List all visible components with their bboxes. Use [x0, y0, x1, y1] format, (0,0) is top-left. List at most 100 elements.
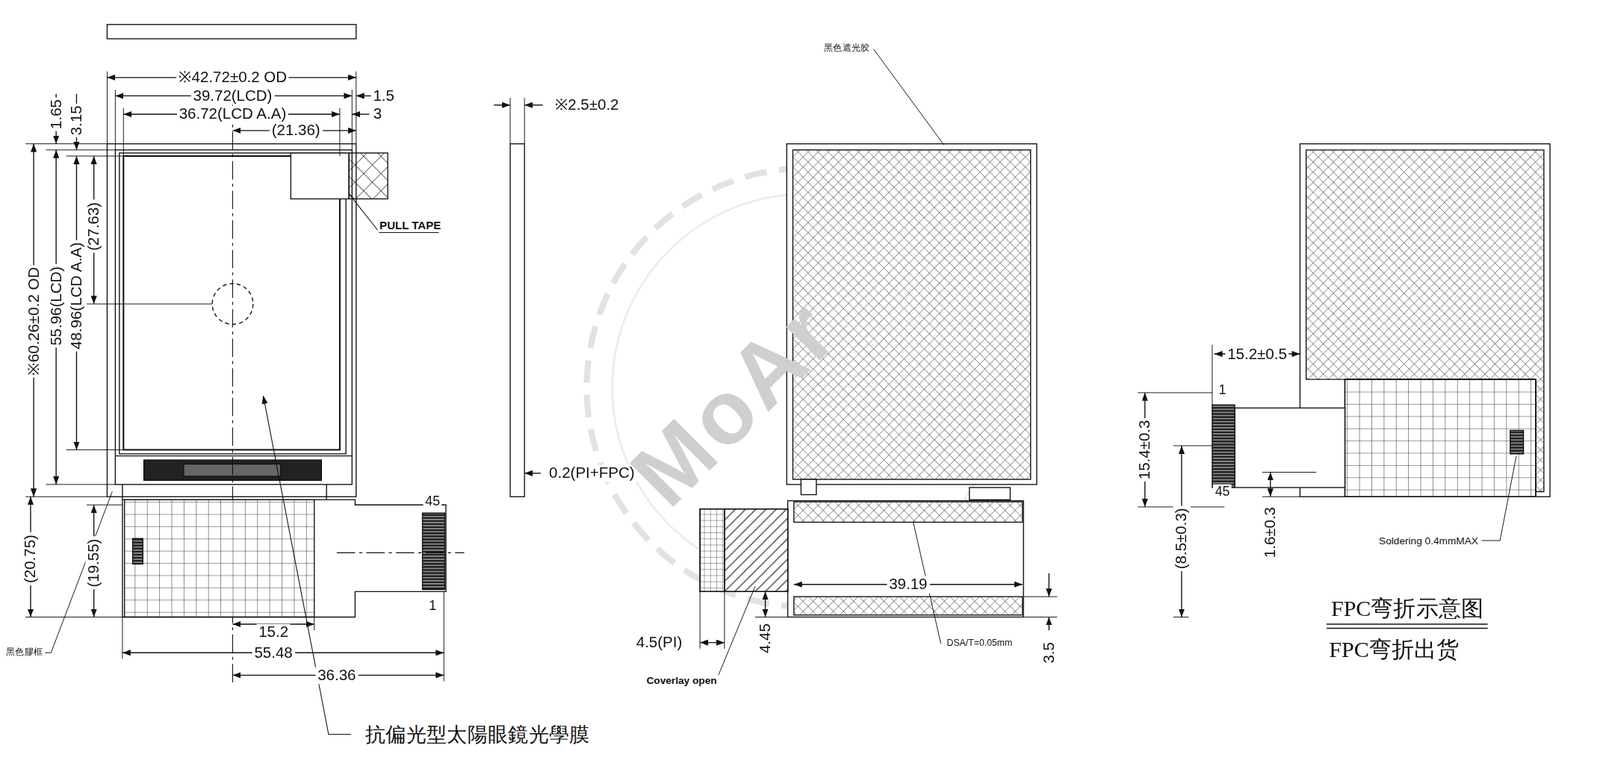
part-label: 黑色膠框: [3, 648, 45, 659]
drawing-line: [800, 479, 816, 495]
dimension-label: 4.5(PI): [634, 634, 685, 652]
drawing-line: [723, 591, 725, 650]
drawing-line: [106, 24, 356, 39]
part-label: 黑色遮光胶: [821, 44, 872, 55]
drawing-line: [25, 24, 1550, 736]
drawing-line: [339, 108, 340, 157]
drawing-line: [1510, 430, 1524, 454]
drawing-line: [1023, 616, 1057, 618]
drawing-line: [792, 150, 1031, 480]
dimension-label: 36.36: [315, 667, 358, 685]
drawing-line: [25, 143, 107, 145]
drawing-line: [1048, 573, 1050, 597]
drawing-line: [510, 144, 525, 498]
view-title: FPC弯折出货: [1326, 637, 1461, 663]
drawing-line: [325, 484, 327, 500]
dimension-label: 39.72(LCD): [191, 87, 275, 105]
dimension-label: 3.15: [67, 103, 86, 138]
drawing-line: [290, 153, 349, 199]
drawing-line: [755, 616, 789, 618]
drawing-line: [115, 150, 352, 485]
watermark: MoAr: [611, 280, 859, 527]
drawing-line: [132, 538, 144, 564]
dimension-label: (21.36): [269, 122, 322, 140]
dimension-label: 55.48: [252, 644, 296, 662]
drawing-line: [1481, 456, 1517, 541]
drawing-line: [106, 144, 356, 498]
dimension-label: 15.2±0.5: [1225, 345, 1289, 364]
dimension-label: 48.96(LCD A.A): [67, 240, 86, 352]
drawing-line: [115, 455, 352, 457]
dimension-label: ※2.5±0.2: [552, 96, 621, 114]
drawing-line: [356, 95, 372, 97]
drawing-line: [1262, 496, 1301, 498]
dimension-label: 1.6±0.3: [1261, 504, 1279, 561]
drawing-line: [699, 509, 725, 593]
drawing-line: [25, 496, 107, 498]
drawing-line: [1211, 345, 1213, 406]
drawing-line: [106, 71, 108, 145]
dimension-label: 36.72(LCD A.A): [177, 106, 289, 124]
drawing-line: [1173, 445, 1213, 446]
drawing-line: [115, 89, 116, 151]
drawing-line: [716, 586, 756, 681]
drawing-line: [124, 499, 315, 617]
drawing-line: [355, 71, 357, 145]
drawing-line: [1269, 472, 1271, 497]
note-label: DSA/T=0.05mm: [944, 638, 1015, 650]
drawing-line: [313, 616, 315, 631]
drawing-line: [1048, 616, 1050, 631]
dimension-label: (8.5±0.3): [1173, 506, 1191, 572]
drawing-line: [25, 616, 123, 618]
drawing-line: [422, 513, 446, 590]
pin-number: 1: [1216, 383, 1229, 399]
drawing-line: [183, 464, 281, 477]
drawing-line: [786, 144, 1037, 485]
drawing-line: [699, 642, 725, 644]
dimension-label: (20.75): [22, 532, 40, 585]
drawing-line: [122, 499, 446, 617]
drawing-line: [1234, 407, 1346, 488]
dimension-label: (27.63): [85, 200, 103, 253]
view-title: FPC弯折示意图: [1328, 596, 1485, 622]
drawing-line: [699, 591, 701, 650]
dimension-label: 15.4±0.3: [1136, 418, 1154, 482]
drawing-line: [123, 108, 124, 157]
drawing-line: [764, 591, 766, 617]
drawing-line: [493, 104, 511, 106]
drawing-line: [524, 472, 541, 474]
drawing-line: [794, 596, 1023, 616]
drawing-line: [44, 491, 113, 653]
drawing-line: [86, 504, 123, 506]
drawing-line: [873, 49, 944, 145]
pin-number: 45: [1213, 484, 1232, 500]
drawing-line: [724, 509, 789, 593]
drawing-line: [788, 501, 1025, 618]
part-label: PULL TAPE: [377, 219, 443, 233]
dimension-label: ※60.26±0.2 OD: [25, 265, 43, 378]
drawing-line: [969, 487, 1011, 500]
drawing-line: [348, 153, 388, 199]
dimension-label: 39.19: [886, 575, 930, 594]
drawing-line: [524, 104, 544, 106]
drawing-line: [1344, 379, 1536, 497]
drawing-line: [1326, 628, 1488, 629]
drawing-line: [1326, 623, 1488, 625]
drawing-line: [123, 156, 340, 450]
drawing-line: [351, 113, 370, 115]
dimension-label: 15.2: [256, 624, 290, 642]
drawing-line: [1344, 379, 1536, 497]
dimension-label: 1.5: [371, 87, 397, 105]
dimension-label: ※42.72±0.2 OD: [176, 69, 290, 87]
drawing-line: [121, 484, 123, 500]
dimension-label: 1.65: [47, 97, 65, 131]
drawing-line: [336, 552, 465, 554]
drawing-line: [1212, 404, 1235, 488]
pin-number: 45: [423, 494, 443, 510]
drawing-line: [351, 89, 353, 151]
drawing-line: [66, 449, 124, 451]
pin-number: 1: [427, 599, 439, 615]
drawing-line: [794, 501, 1023, 523]
